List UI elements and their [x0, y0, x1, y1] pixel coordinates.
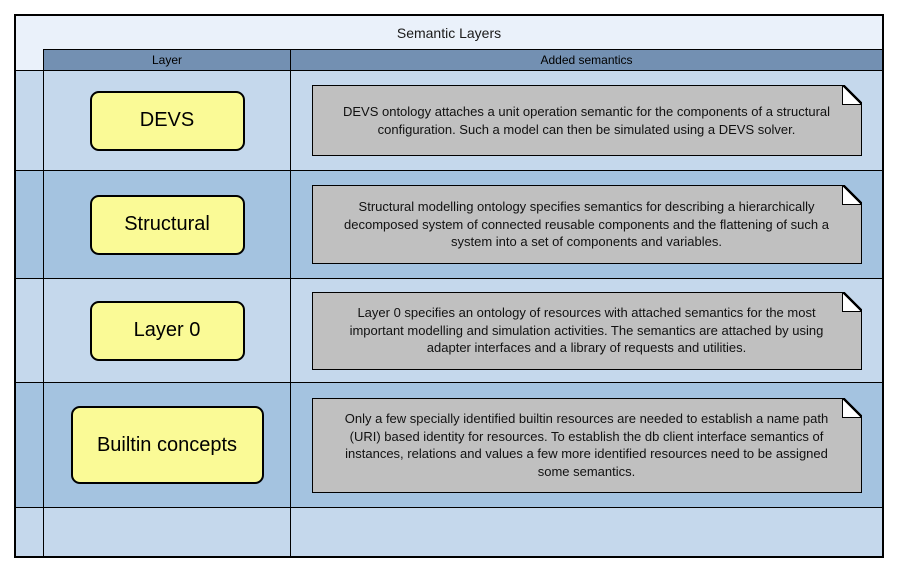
layer-box-builtin-concepts: Builtin concepts	[70, 406, 264, 484]
layer-cell-builtin-concepts: Builtin concepts	[44, 383, 291, 507]
note-devs-text: DEVS ontology attaches a unit operation …	[342, 104, 831, 137]
table-header: Layer Added semantics	[16, 49, 882, 70]
layer-cell-empty	[44, 508, 291, 556]
row-structural: Structural Structural modelling ontology…	[16, 170, 882, 278]
diagram-title-bar: Semantic Layers	[16, 16, 882, 49]
semantics-cell-empty	[291, 508, 882, 556]
layer-box-layer-0: Layer 0	[89, 300, 245, 361]
diagram-title: Semantic Layers	[396, 24, 502, 41]
semantics-cell-structural: Structural modelling ontology specifies …	[291, 171, 882, 278]
note-builtin-concepts: Only a few specially identified builtin …	[311, 397, 862, 493]
row-gutter	[16, 279, 44, 382]
layer-cell-devs: DEVS	[44, 71, 291, 170]
row-gutter	[16, 383, 44, 507]
note-devs: DEVS ontology attaches a unit operation …	[311, 85, 862, 156]
row-gutter	[16, 508, 44, 556]
layer-cell-structural: Structural	[44, 171, 291, 278]
semantics-cell-builtin-concepts: Only a few specially identified builtin …	[291, 383, 882, 507]
column-header-layer: Layer	[43, 49, 291, 70]
note-layer-0-text: Layer 0 specifies an ontology of resourc…	[349, 305, 824, 356]
note-layer-0: Layer 0 specifies an ontology of resourc…	[311, 291, 862, 370]
layer-box-devs: DEVS	[89, 90, 245, 151]
note-structural: Structural modelling ontology specifies …	[311, 185, 862, 264]
row-empty	[16, 507, 882, 556]
row-builtin-concepts: Builtin concepts Only a few specially id…	[16, 382, 882, 507]
semantics-cell-layer-0: Layer 0 specifies an ontology of resourc…	[291, 279, 882, 382]
header-gutter	[16, 49, 43, 70]
row-layer-0: Layer 0 Layer 0 specifies an ontology of…	[16, 278, 882, 382]
semantic-layers-diagram: Semantic Layers Layer Added semantics DE…	[14, 14, 884, 558]
layer-cell-layer-0: Layer 0	[44, 279, 291, 382]
note-structural-text: Structural modelling ontology specifies …	[344, 199, 829, 250]
column-header-added-semantics: Added semantics	[291, 49, 882, 70]
layer-box-structural: Structural	[89, 194, 245, 255]
row-devs: DEVS DEVS ontology attaches a unit opera…	[16, 70, 882, 170]
row-gutter	[16, 71, 44, 170]
row-gutter	[16, 171, 44, 278]
semantics-cell-devs: DEVS ontology attaches a unit operation …	[291, 71, 882, 170]
note-builtin-concepts-text: Only a few specially identified builtin …	[344, 411, 829, 479]
